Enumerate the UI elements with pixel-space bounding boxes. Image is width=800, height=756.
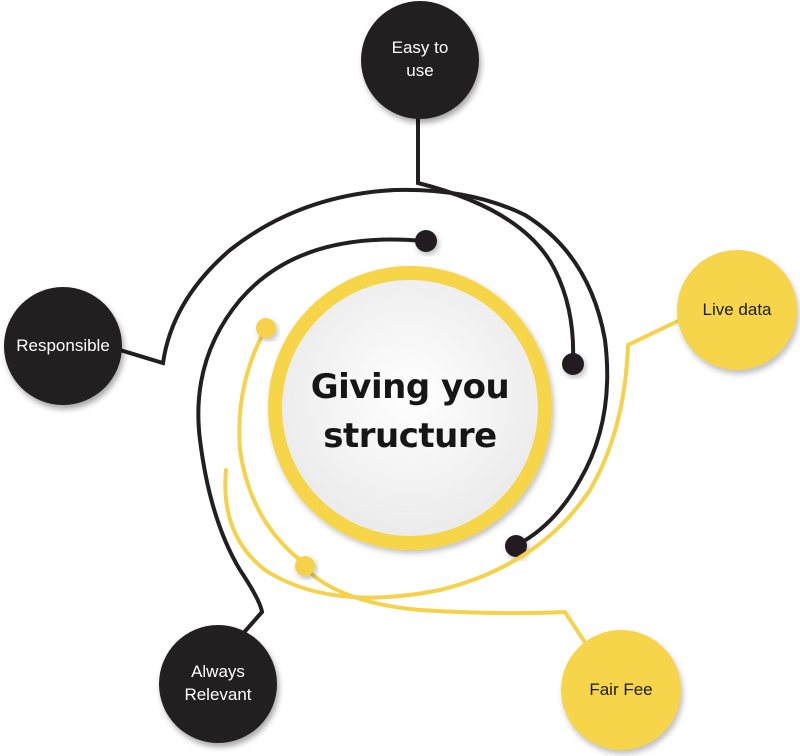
connector-yellow-bottom-dot: [295, 556, 315, 576]
node-label: Always Relevant: [184, 662, 252, 704]
node-live-data[interactable]: Live data: [677, 250, 797, 370]
center-disc: [282, 280, 538, 536]
node-always-relevant[interactable]: Always Relevant: [159, 625, 277, 743]
connector-live-data: [223, 318, 682, 600]
node-easy-to-use[interactable]: Easy to use: [361, 1, 479, 119]
connector-yellow-top-dot: [256, 318, 276, 338]
connector-inner-dark: [196, 237, 426, 657]
connector-inner-yellow: [237, 328, 302, 562]
connector-fair-fee: [303, 566, 592, 652]
connector-right-dark: [515, 213, 610, 547]
connector-end-dot: [562, 353, 584, 375]
node-label: Easy to use: [391, 38, 449, 80]
node-label: Live data: [702, 299, 772, 319]
node-label: Fair Fee: [589, 679, 653, 699]
node-responsible[interactable]: Responsible: [4, 287, 122, 405]
node-label: Responsible: [16, 335, 110, 355]
connector-bottom-dot: [505, 535, 527, 557]
node-fair-fee[interactable]: Fair Fee: [561, 630, 681, 750]
center-title: Giving you structure: [310, 367, 510, 457]
connector-responsible: [118, 187, 527, 366]
connector-top-dot: [415, 230, 437, 252]
